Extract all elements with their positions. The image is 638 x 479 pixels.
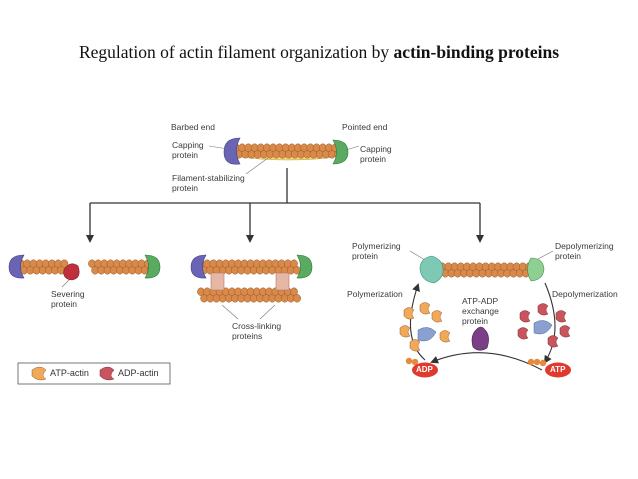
- slide-title: Regulation of actin filament organizatio…: [0, 42, 638, 63]
- crosslinked-filament-top: [197, 259, 301, 275]
- atp-actin-monomer: [399, 325, 411, 338]
- top-actin-filament: [232, 143, 343, 159]
- label-polymerizing-2: protein: [352, 251, 378, 261]
- legend: [17, 362, 171, 385]
- label-crosslinking-1: Cross-linking: [232, 321, 282, 331]
- adp-actin-monomer: [519, 310, 531, 323]
- capping-protein-pointed: [332, 139, 349, 165]
- label-polymerizing-1: Polymerizing: [352, 241, 401, 251]
- capping-protein-barbed: [223, 137, 241, 165]
- crosslinker-2: [275, 272, 290, 291]
- depolymerizing-protein: [527, 257, 545, 282]
- severing-panel: [8, 254, 161, 281]
- atp-actin-monomer: [403, 307, 415, 320]
- adp-actin-monomer: [547, 335, 559, 348]
- polymerizing-protein: [419, 255, 444, 284]
- legend-adp-actin: ADP-actin: [118, 368, 159, 378]
- atp-nucleotide: [527, 358, 571, 378]
- actin-subunit: [293, 294, 301, 303]
- distribution-arrows: [86, 168, 484, 243]
- label-capping-left-2: protein: [172, 150, 198, 160]
- adp-actin-monomer: [555, 310, 567, 323]
- label-capping-right-2: protein: [360, 154, 386, 164]
- adp-actin-monomer: [559, 325, 571, 338]
- atp-actin-monomer: [439, 330, 451, 343]
- bound-protein-right: [533, 320, 553, 335]
- label-crosslinking-2: proteins: [232, 331, 263, 341]
- polymerizing-filament: [432, 262, 536, 278]
- actin-regulation-figure: Barbed end Pointed end Capping protein C…: [0, 100, 638, 390]
- top-filament-group: [223, 137, 349, 165]
- label-barbed-end: Barbed end: [171, 122, 215, 132]
- title-bold: actin-binding proteins: [393, 42, 560, 62]
- crosslink-cap-purple: [190, 254, 207, 279]
- legend-atp-actin-symbol: [31, 366, 47, 381]
- severing-cap-left: [8, 254, 25, 279]
- crosslinker-1: [210, 272, 225, 291]
- atp-actin-monomer: [431, 310, 443, 323]
- adp-actin-monomer: [537, 303, 549, 316]
- polymerization-panel: [399, 255, 571, 378]
- label-depolymerizing-1: Depolymerizing: [555, 241, 614, 251]
- label-pointed-end: Pointed end: [342, 122, 388, 132]
- adp-nucleotide: [405, 357, 438, 378]
- bound-protein-left: [417, 327, 437, 342]
- atp-actin-monomer: [419, 302, 431, 315]
- severed-filament-right: [88, 259, 155, 275]
- label-polymerization: Polymerization: [347, 289, 403, 299]
- small-actin-monomers: [399, 302, 571, 352]
- severing-cap-right: [144, 254, 161, 279]
- label-depolymerization: Depolymerization: [552, 289, 618, 299]
- legend-atp-actin: ATP-actin: [50, 368, 89, 378]
- severing-protein: [63, 263, 80, 281]
- severed-filament-left: [17, 259, 72, 275]
- title-prefix: Regulation of actin filament organizatio…: [78, 42, 394, 62]
- label-depolymerizing-2: protein: [555, 251, 581, 261]
- label-stabilizing-1: Filament-stabilizing: [172, 173, 245, 183]
- atp-actin-monomer: [409, 339, 421, 352]
- label-exchange-2: exchange: [462, 306, 499, 316]
- label-severing-2: protein: [51, 299, 77, 309]
- leader-lines: [61, 145, 554, 320]
- crosslink-cap-green: [296, 254, 313, 279]
- crosslinking-panel: [190, 254, 313, 303]
- label-capping-right-1: Capping: [360, 144, 392, 154]
- label-adp: ADP: [416, 365, 433, 374]
- exchange-protein: [471, 326, 489, 351]
- figure-graphic: [8, 137, 571, 385]
- label-atp: ATP: [550, 365, 566, 374]
- label-stabilizing-2: protein: [172, 183, 198, 193]
- label-severing-1: Severing: [51, 289, 85, 299]
- legend-adp-actin-symbol: [99, 366, 115, 381]
- label-exchange-1: ATP-ADP: [462, 296, 499, 306]
- adp-actin-monomer: [517, 327, 529, 340]
- label-capping-left-1: Capping: [172, 140, 204, 150]
- legend-frame: [17, 362, 171, 385]
- label-exchange-3: protein: [462, 316, 488, 326]
